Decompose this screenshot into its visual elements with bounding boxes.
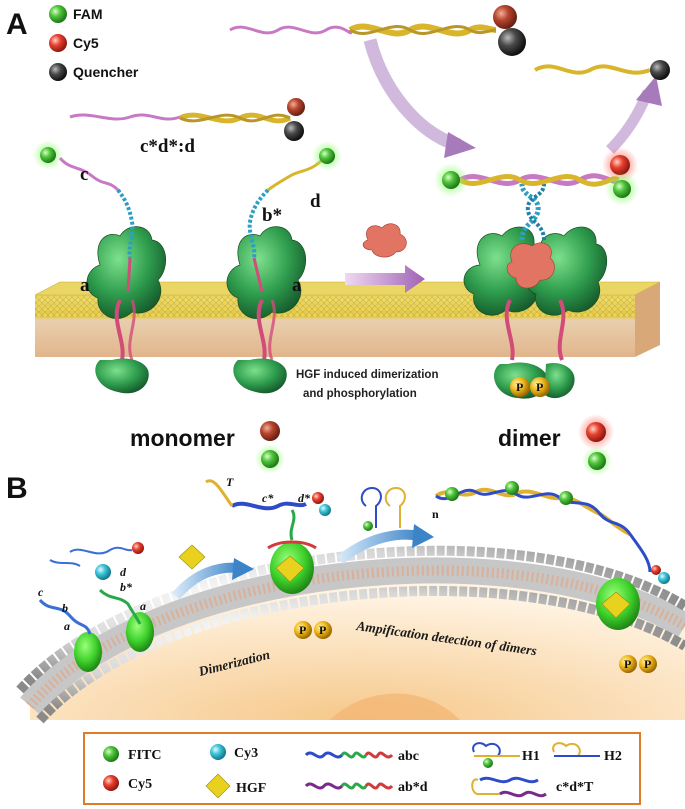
dimer-duplex (434, 147, 639, 206)
duplex-cdd-label: c*d*:d (140, 136, 195, 157)
strand-displacement-arrow (363, 38, 462, 152)
h1-hairpin-icon (472, 742, 520, 768)
caption-line-2: and phosphorylation (303, 388, 417, 400)
b-label-d-star: d* (298, 491, 311, 505)
cy5-dot-icon (49, 34, 67, 52)
h2-hairpin-icon (552, 742, 600, 757)
monomer-label: monomer (130, 425, 235, 451)
panel-b-letter: B (6, 472, 28, 505)
b-label-T: T (226, 475, 234, 489)
monomer-middle (226, 226, 306, 394)
hgf-diamond-icon (205, 773, 231, 799)
quencher-dot-icon (49, 63, 67, 81)
legend-cdstar-t-label: c*d*T (556, 780, 594, 795)
hcr-polymer: n P P (432, 481, 670, 673)
cy3-dot-icon (210, 744, 226, 760)
phospho-label-a1: P (516, 380, 523, 394)
strand-label-a-right: a (292, 275, 302, 296)
dimer-label: dimer (498, 425, 561, 451)
receptor-b-1 (38, 542, 154, 672)
abc-strand-icon (304, 751, 394, 759)
hgf-diamond-b (178, 544, 206, 570)
fitc-dot-icon (103, 746, 119, 762)
cdstar-t-strand-icon (471, 776, 547, 798)
legend-abstar-d-label: ab*d (398, 780, 428, 795)
hgf-ligand-a (362, 223, 407, 258)
legend-a-fam-label: FAM (73, 6, 103, 22)
probe-strand-right (247, 141, 342, 293)
release-arrowhead (636, 76, 662, 106)
b-label-n: n (432, 507, 439, 521)
b-label-d: d (120, 565, 127, 579)
monomer-cy5-dot (260, 421, 280, 441)
legend-a-cy5-label: Cy5 (73, 35, 99, 51)
abstar-d-strand-icon (304, 782, 394, 790)
strand-label-a-left: a (80, 275, 90, 296)
probe-strand-left (33, 140, 135, 293)
caption-line-1: HGF induced dimerization (296, 369, 438, 381)
legend-a: FAM Cy5 Quencher (49, 5, 139, 81)
duplex-cdd (69, 98, 305, 141)
dimer-complex: P P (463, 183, 608, 399)
legend-abc-label: abc (398, 749, 419, 764)
b-label-b-star: b* (120, 580, 133, 594)
fam-fluorophore-left (40, 147, 56, 163)
b-phospho-1: P (299, 623, 306, 637)
phospho-label-a2: P (536, 380, 543, 394)
released-strand (533, 60, 670, 80)
legend-a-quencher-label: Quencher (73, 64, 139, 80)
b-phospho-2: P (319, 623, 326, 637)
dimerization-arrow-a (345, 265, 425, 293)
legend-h2-label: H2 (604, 749, 622, 764)
b-phospho-3: P (624, 657, 631, 671)
legend-cy5-label: Cy5 (128, 777, 152, 792)
panel-a-letter: A (6, 8, 28, 41)
b-label-b: b (62, 601, 68, 615)
monomer-left (86, 226, 166, 394)
b-label-a2: a (140, 599, 146, 613)
b-label-c-star: c* (262, 491, 274, 505)
legend-h1-label: H1 (522, 749, 540, 764)
strand-label-c: c (80, 164, 88, 185)
dimer-b: P P (205, 479, 332, 639)
b-label-c: c (38, 585, 44, 599)
strand-displacement-arrowhead (444, 132, 476, 158)
hairpins-b (360, 486, 406, 531)
legend-fitc-label: FITC (128, 748, 161, 763)
cy5-dot-icon (103, 775, 119, 791)
dimer-fam-dot (588, 452, 606, 470)
legend-b: FITC Cy3 abc H1 H2 Cy5 HGF (83, 732, 641, 805)
b-phospho-4: P (644, 657, 651, 671)
dimer-cy5-dot (586, 422, 606, 442)
fam-dot-icon (49, 5, 67, 23)
monomer-fam-dot (261, 450, 279, 468)
strand-label-d: d (310, 191, 321, 212)
legend-hgf-label: HGF (236, 781, 266, 796)
b-label-a: a (64, 619, 70, 633)
legend-b-border (83, 732, 641, 805)
fam-fluorophore-right (319, 148, 335, 164)
duplex-top-a (229, 5, 526, 56)
strand-label-b-star: b* (262, 205, 282, 226)
legend-cy3-label: Cy3 (234, 746, 258, 761)
